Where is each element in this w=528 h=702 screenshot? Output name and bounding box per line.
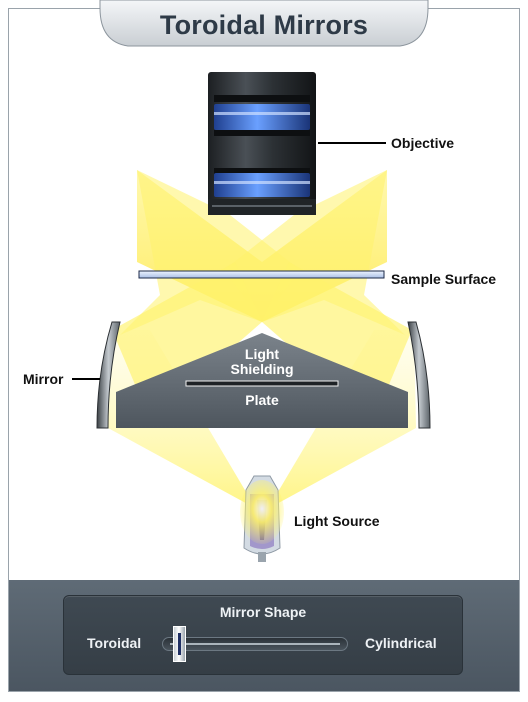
mirror-right xyxy=(407,321,431,429)
sample-surface-label: Sample Surface xyxy=(391,271,497,287)
upper-beam-cross-right xyxy=(224,170,405,335)
plate-divider xyxy=(185,380,339,387)
title-tab xyxy=(99,0,429,47)
mirror-shape-title: Mirror Shape xyxy=(219,604,307,620)
optical-diagram xyxy=(72,72,431,562)
light-source-label: Light Source xyxy=(294,513,380,529)
slider-groove xyxy=(170,643,340,645)
objective-icon xyxy=(208,72,316,215)
mirror-left xyxy=(96,321,121,429)
mirror-label: Mirror xyxy=(23,371,64,387)
slider-min-label: Toroidal xyxy=(87,635,142,651)
mirror-shape-slider-thumb[interactable] xyxy=(173,626,187,662)
page-title: Toroidal Mirrors xyxy=(159,10,369,40)
plate-label-line3: Plate xyxy=(245,392,279,408)
slider-max-label: Cylindrical xyxy=(365,635,437,651)
objective-label: Objective xyxy=(391,135,455,151)
sample-surface xyxy=(138,270,385,279)
light-source-icon xyxy=(240,475,284,562)
mirror-shape-control xyxy=(63,595,463,675)
plate-label-line2: Shielding xyxy=(230,361,294,377)
plate-label-line1: Light xyxy=(244,346,280,362)
